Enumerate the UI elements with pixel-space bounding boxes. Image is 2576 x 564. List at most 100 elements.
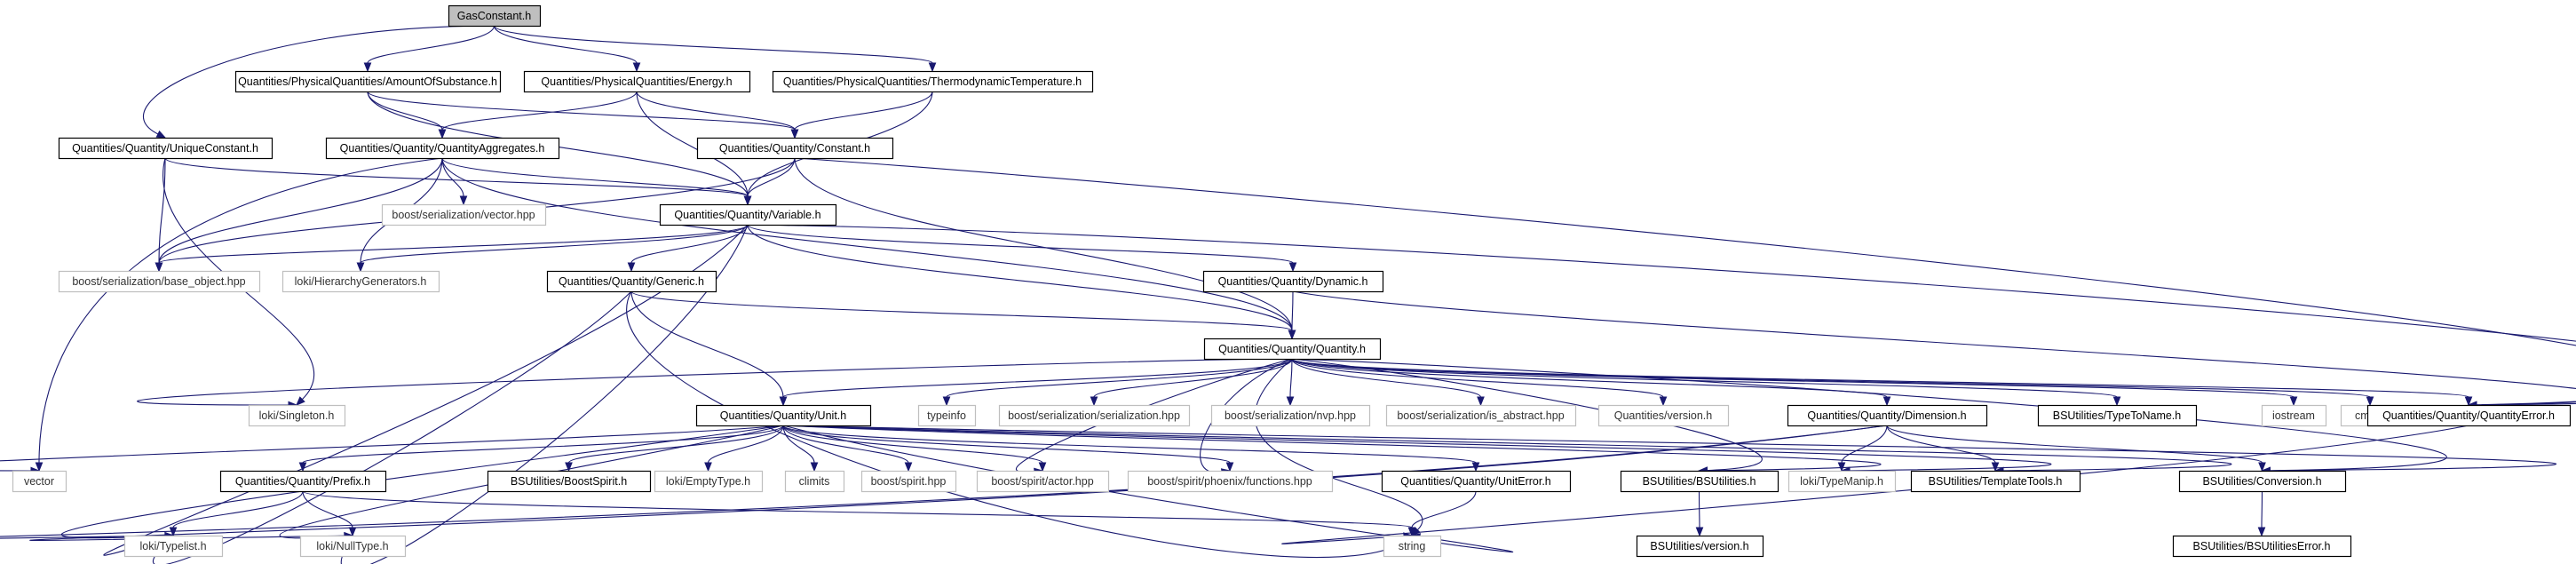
node-label: Quantities/Quantity/Generic.h — [559, 275, 704, 288]
node-box — [695, 404, 872, 427]
node-bserror[interactable]: BSUtilities/BSUtilitiesError.h — [2172, 535, 2352, 558]
edge-quantity-to-qerror — [1291, 358, 2473, 407]
edge-line — [367, 25, 495, 64]
node-prefix[interactable]: Quantities/Quantity/Prefix.h — [219, 470, 387, 493]
edge-arrowhead — [627, 262, 636, 273]
node-box — [123, 535, 224, 558]
edge-line — [1291, 290, 1294, 331]
node-box — [58, 137, 273, 160]
node-boostspirit[interactable]: BSUtilities/BoostSpirit.h — [487, 470, 652, 493]
edge-arrowhead — [1882, 396, 1891, 407]
edge-gas-to-amount — [363, 25, 495, 73]
node-box — [917, 404, 977, 427]
node-serialization: boost/serialization/serialization.hpp — [998, 404, 1191, 427]
node-box — [248, 404, 346, 427]
edge-line — [1291, 358, 2295, 398]
node-box — [1620, 470, 1779, 493]
node-label: Quantities/Quantity/QuantityAggregates.h — [340, 142, 545, 155]
node-box — [12, 470, 67, 493]
node-energy[interactable]: Quantities/PhysicalQuantities/Energy.h — [523, 70, 751, 93]
node-thermo[interactable]: Quantities/PhysicalQuantities/Thermodyna… — [772, 70, 1094, 93]
node-aggr[interactable]: Quantities/Quantity/QuantityAggregates.h — [325, 137, 560, 160]
edge-line — [367, 91, 796, 131]
edge-gas-to-thermo — [493, 25, 937, 73]
edge-amount-to-aggr — [367, 91, 447, 139]
node-constant[interactable]: Quantities/Quantity/Constant.h — [696, 137, 894, 160]
edge-unique-to-singleton — [162, 157, 315, 406]
edge-line — [2261, 490, 2263, 528]
edge-line — [1886, 425, 2263, 464]
edge-line — [707, 425, 784, 464]
edge-line — [1291, 358, 1482, 398]
edge-line — [747, 224, 1294, 264]
node-spirithpp: boost/spirit.hpp — [860, 470, 957, 493]
node-box — [772, 70, 1094, 93]
node-gas[interactable]: GasConstant.h — [448, 4, 542, 28]
edge-dimension-to-conversion — [1886, 425, 2266, 473]
node-bsversion[interactable]: BSUtilities/version.h — [1636, 535, 1764, 558]
edge-line — [158, 157, 166, 264]
node-label: boost/spirit/phoenix/functions.hpp — [1147, 475, 1312, 488]
node-box — [696, 137, 894, 160]
edge-constant-to-qerror — [794, 157, 2576, 409]
edge-energy-to-constant — [636, 91, 799, 139]
node-bsutilities[interactable]: BSUtilities/BSUtilities.h — [1620, 470, 1779, 493]
edge-arrowhead — [904, 462, 913, 473]
node-unit[interactable]: Quantities/Quantity/Unit.h — [695, 404, 872, 427]
edge-line — [29, 425, 1888, 542]
node-variable[interactable]: Quantities/Quantity/Variable.h — [659, 203, 837, 226]
edge-line — [143, 25, 495, 135]
node-box — [2366, 404, 2572, 427]
node-box — [1787, 470, 1897, 493]
node-templatetools[interactable]: BSUtilities/TemplateTools.h — [1910, 470, 2081, 493]
node-dimension[interactable]: Quantities/Quantity/Dimension.h — [1787, 404, 1988, 427]
node-label: loki/TypeManip.h — [1800, 475, 1883, 488]
node-label: boost/serialization/is_abstract.hpp — [1397, 409, 1564, 422]
node-baseobj: boost/serialization/base_object.hpp — [58, 270, 261, 293]
edge-arrowhead — [565, 462, 573, 473]
edge-unit-to-climits — [782, 425, 819, 473]
node-box — [381, 203, 547, 226]
node-amount[interactable]: Quantities/PhysicalQuantities/AmountOfSu… — [234, 70, 502, 93]
node-conversion[interactable]: BSUtilities/Conversion.h — [2178, 470, 2347, 493]
edge-line — [1289, 358, 1293, 398]
node-label: Quantities/PhysicalQuantities/Energy.h — [541, 75, 732, 88]
node-label: BSUtilities/BoostSpirit.h — [511, 475, 627, 488]
node-box — [1202, 270, 1384, 293]
edge-line — [1291, 358, 1664, 398]
edge-line — [946, 358, 1293, 398]
edge-line — [1200, 358, 1293, 473]
edge-arrowhead — [1286, 396, 1295, 407]
node-unique[interactable]: Quantities/Quantity/UniqueConstant.h — [58, 137, 273, 160]
node-box — [2261, 404, 2327, 427]
node-label: BSUtilities/TypeToName.h — [2053, 409, 2182, 422]
node-label: boost/serialization/vector.hpp — [392, 209, 535, 221]
edge-line — [747, 224, 2576, 406]
node-typetoname[interactable]: BSUtilities/TypeToName.h — [2037, 404, 2198, 427]
node-generic[interactable]: Quantities/Quantity/Generic.h — [546, 270, 717, 293]
node-box — [1383, 535, 1442, 558]
edge-line — [626, 290, 1407, 558]
edge-line — [1886, 425, 1996, 464]
node-box — [523, 70, 751, 93]
node-hiergen: loki/HierarchyGenerators.h — [281, 270, 440, 293]
node-quantity[interactable]: Quantities/Quantity/Quantity.h — [1203, 338, 1382, 361]
edge-line — [1411, 490, 1477, 528]
edge-arrowhead — [928, 62, 937, 73]
node-dynamic[interactable]: Quantities/Quantity/Dynamic.h — [1202, 270, 1384, 293]
edge-arrowhead — [2258, 462, 2266, 473]
node-label: loki/NullType.h — [316, 540, 388, 552]
edge-dimension-to-templatetools — [1886, 425, 2000, 473]
node-label: boost/spirit/actor.hpp — [991, 475, 1093, 488]
edge-line — [794, 91, 933, 131]
edge-unit-to-phoenix — [782, 425, 1234, 473]
edge-variable-to-qerror — [747, 224, 2576, 409]
node-uniterror[interactable]: Quantities/Quantity/UnitError.h — [1381, 470, 1572, 493]
edge-quantity-to-isabstract — [1291, 358, 1485, 407]
node-box — [219, 470, 387, 493]
node-box — [1636, 535, 1764, 558]
edge-line — [137, 358, 1293, 406]
node-box — [1385, 404, 1577, 427]
node-box — [654, 470, 764, 493]
node-qerror[interactable]: Quantities/Quantity/QuantityError.h — [2366, 404, 2572, 427]
